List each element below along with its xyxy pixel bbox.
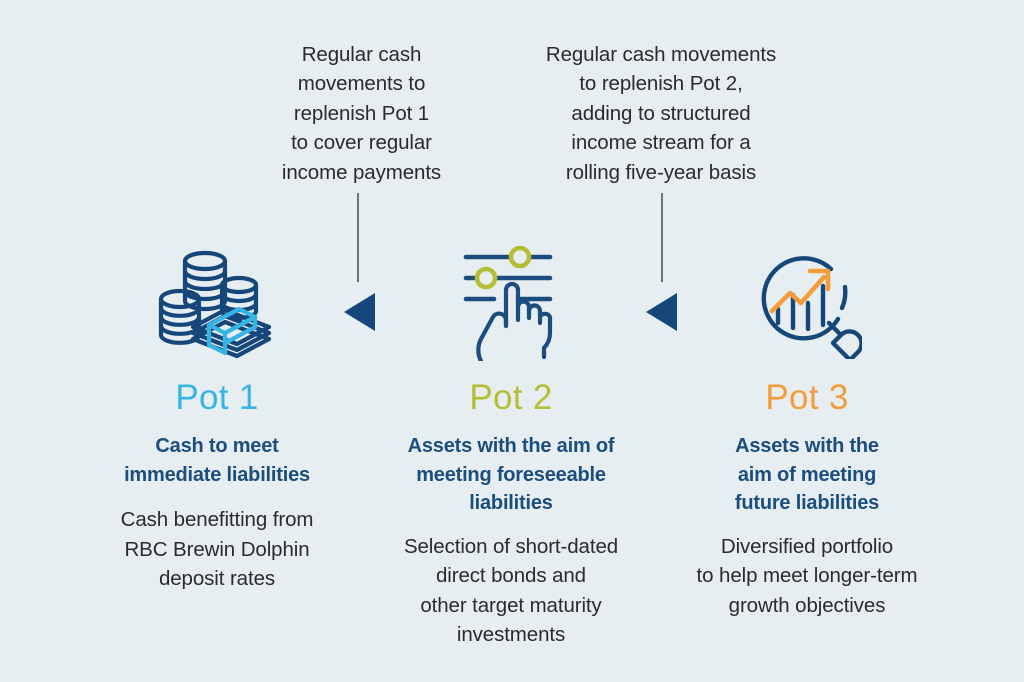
magnifier-growth-chart-icon [678,240,936,366]
pot-3-column: Pot 3 Assets with the aim of meeting fut… [678,240,936,620]
pot-1-subtitle: Cash to meet immediate liabilities [124,435,310,486]
pot-3-subtitle: Assets with the aim of meeting future li… [734,435,880,514]
arrow-left-icon-pot3-to-pot2 [646,293,677,331]
pot-2-body: Selection of short-dated direct bonds an… [403,534,619,647]
pot-1-column: Pot 1 Cash to meet immediate liabilities… [88,240,346,594]
pot-1-title: Pot 1 [175,378,259,417]
pot-3-body: Diversified portfolio to help meet longe… [696,534,918,617]
sliders-with-hand-icon [382,240,640,366]
pot-3-title: Pot 3 [765,378,849,417]
annotation-caption-pot1: Regular cash movements to replenish Pot … [281,43,442,184]
annotation-caption-pot2: Regular cash movements to replenish Pot … [545,43,777,184]
connector-line-pot3-to-pot2 [661,193,663,282]
pot-2-title: Pot 2 [469,378,553,417]
coins-and-banknotes-icon [88,240,346,366]
pot-1-body: Cash benefitting from RBC Brewin Dolphin… [120,508,314,590]
arrow-left-icon-pot2-to-pot1 [344,293,375,331]
connector-line-pot2-to-pot1 [357,193,359,282]
pot-2-subtitle: Assets with the aim of meeting foreseeab… [407,435,615,514]
pot-2-column: Pot 2 Assets with the aim of meeting for… [382,240,640,650]
